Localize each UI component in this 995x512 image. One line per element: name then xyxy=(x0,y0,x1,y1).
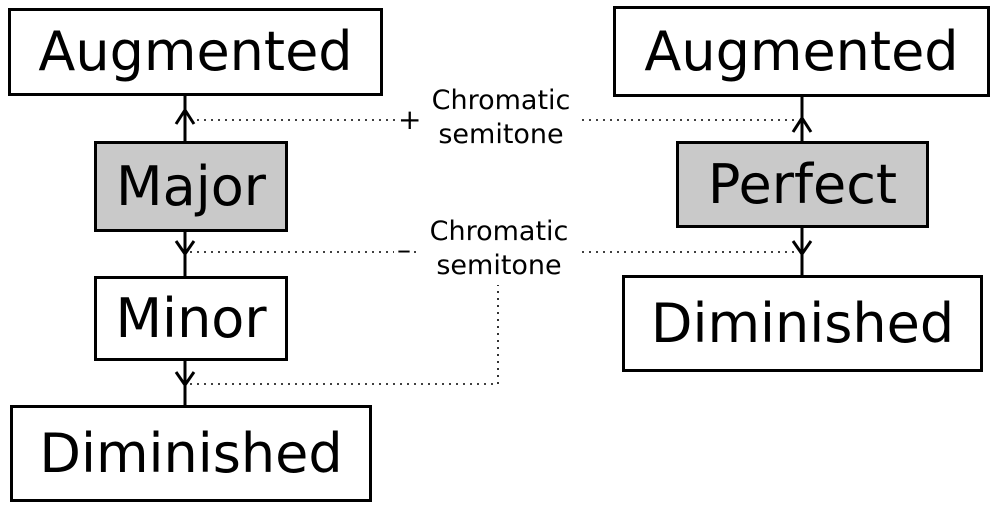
lower-annotation-line2: semitone xyxy=(436,250,562,281)
perfect-label: Perfect xyxy=(707,152,898,216)
perfect-augmented-box: Augmented xyxy=(613,6,990,97)
perfect-box: Perfect xyxy=(676,141,929,228)
major-diminished-label: Diminished xyxy=(39,421,343,485)
raise-sign: + xyxy=(395,106,425,134)
perfect-diminished-label: Diminished xyxy=(650,291,955,355)
lower-annotation: Chromatic semitone xyxy=(418,215,580,283)
lower-annotation-line1: Chromatic xyxy=(429,216,569,247)
major-diminished-box: Diminished xyxy=(10,405,372,502)
down-arrow-major-minor xyxy=(174,240,196,257)
raise-annotation: Chromatic semitone xyxy=(420,84,582,152)
up-arrow-perfect-augmented xyxy=(791,115,813,133)
lower-branch-dotted-line xyxy=(190,285,499,385)
perfect-diminished-box: Diminished xyxy=(622,275,983,372)
minor-label: Minor xyxy=(115,286,267,350)
minor-box: Minor xyxy=(94,276,288,361)
major-box: Major xyxy=(94,141,288,232)
raise-annotation-line2: semitone xyxy=(438,119,564,150)
major-augmented-label: Augmented xyxy=(38,20,353,83)
raise-annotation-line1: Chromatic xyxy=(431,85,571,116)
down-arrow-perfect-diminished xyxy=(791,240,813,257)
major-augmented-box: Augmented xyxy=(8,8,383,96)
major-label: Major xyxy=(116,154,266,218)
lower-sign: – xyxy=(394,236,414,264)
perfect-augmented-label: Augmented xyxy=(644,19,959,83)
down-arrow-minor-diminished xyxy=(174,371,196,388)
